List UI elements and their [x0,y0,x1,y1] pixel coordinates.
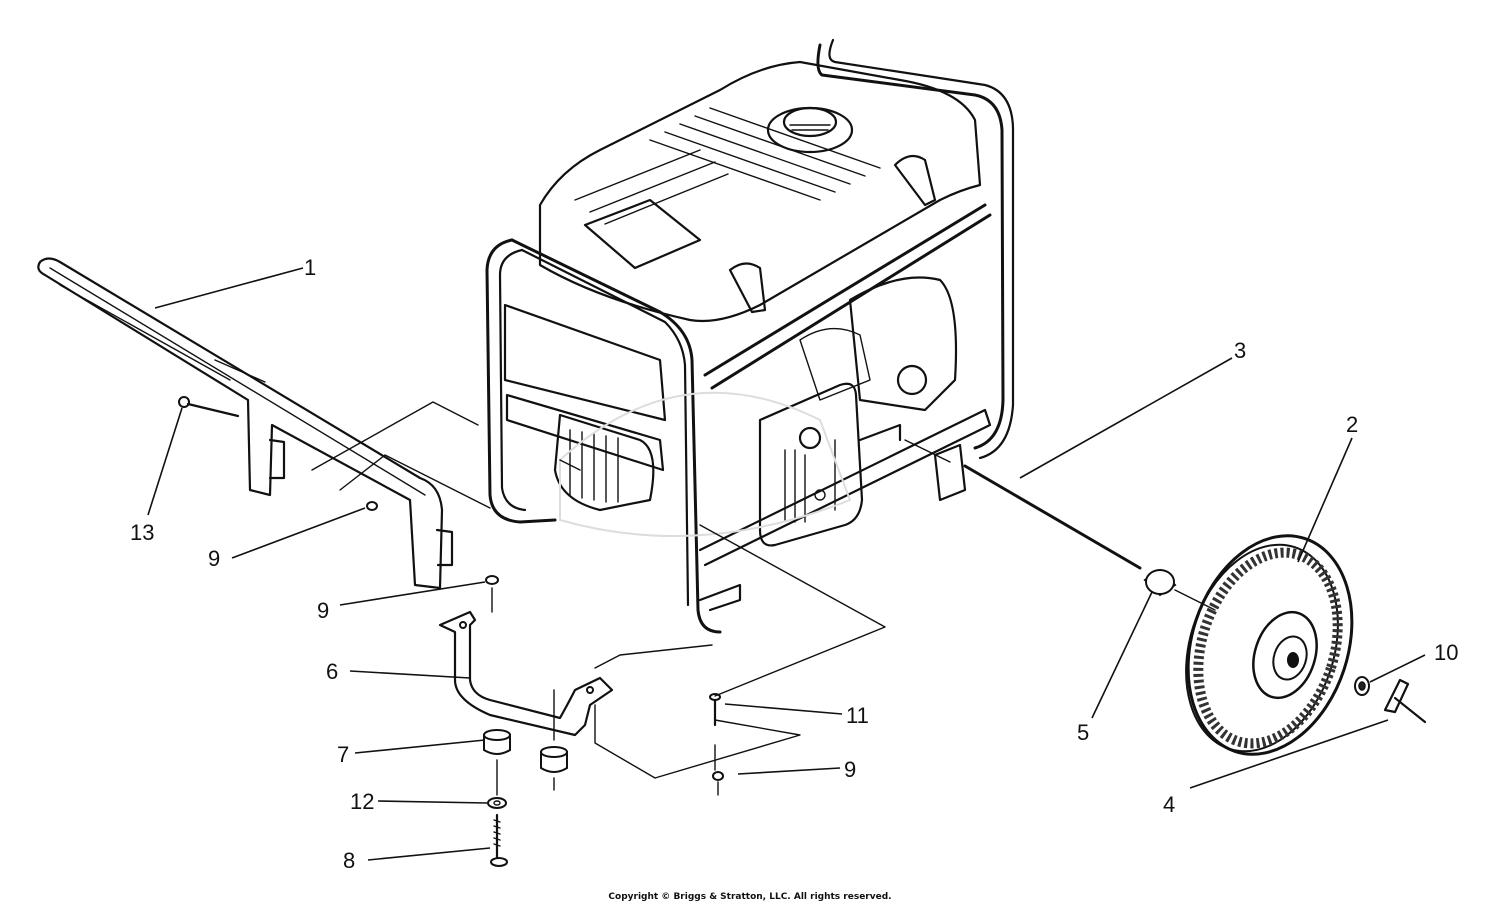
callout-8: 8 [343,848,355,873]
part-12-washer [487,797,507,809]
callout-9c: 9 [844,757,856,782]
generator-assembly [485,38,1015,634]
callout-9b: 9 [317,598,329,623]
callout-11: 11 [846,703,869,728]
callout-4: 4 [1163,792,1175,817]
part-13-bolt [178,396,240,418]
callout-2: 2 [1346,412,1358,437]
part-4-clip [1383,678,1427,724]
part-10-washer [1354,676,1370,696]
callout-10: 10 [1434,640,1458,665]
part-7-rubber-mounts [483,729,568,773]
assembly-guide-lines [311,401,1216,796]
leader-lines [147,267,1426,861]
callout-3: 3 [1234,338,1246,363]
callout-5: 5 [1077,720,1089,745]
callout-7: 7 [337,742,349,767]
callout-12: 12 [350,789,374,814]
callout-labels: 1 2 3 4 5 6 7 8 9 9 9 10 11 12 13 [130,255,1458,873]
part-3-axle [904,439,1142,570]
callout-9a: 9 [208,546,220,571]
part-6-bracket [438,610,614,737]
part-8-bolt [490,813,508,867]
part-1-handle [37,257,454,590]
callout-6: 6 [326,659,338,684]
copyright-notice: Copyright © Briggs & Stratton, LLC. All … [608,892,892,902]
callout-13: 13 [130,520,154,545]
callout-1: 1 [304,255,316,280]
part-5-spacer [1143,568,1177,597]
part-2-wheel [1185,534,1354,756]
part-9-nuts [366,501,724,781]
